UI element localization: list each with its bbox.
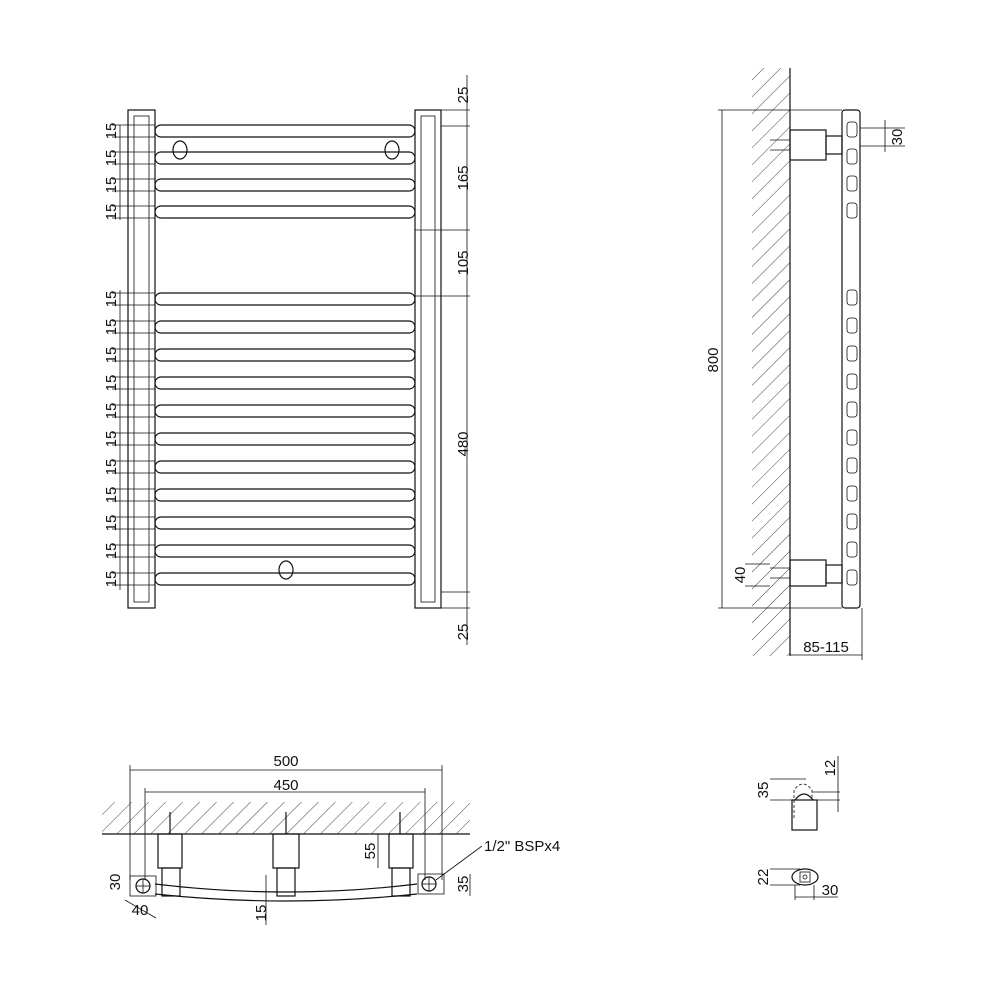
mount-hole <box>278 560 294 580</box>
mount-hole <box>384 140 400 160</box>
dim-spacing-15: 15 <box>103 319 120 336</box>
dim-22: 22 <box>755 869 772 886</box>
dim-35: 35 <box>755 782 772 799</box>
dim-105: 105 <box>455 250 472 275</box>
bar-section <box>846 121 858 138</box>
dim-spacing-15: 15 <box>103 375 120 392</box>
bar-section <box>846 541 858 558</box>
dim-spacing-15: 15 <box>103 571 120 588</box>
bar-section <box>846 289 858 306</box>
dim-curve-15: 15 <box>253 905 270 922</box>
dim-spacing-15: 15 <box>103 123 120 140</box>
towel-bar <box>154 432 416 446</box>
dim-bracket-55: 55 <box>362 843 379 860</box>
dim-left-30: 30 <box>107 874 124 891</box>
dim-spacing-15: 15 <box>103 177 120 194</box>
towel-bar <box>154 376 416 390</box>
bar-section <box>846 429 858 446</box>
dim-bottom-40: 40 <box>732 567 749 584</box>
towel-bar <box>154 151 416 165</box>
dim-450: 450 <box>273 777 298 794</box>
bar-section <box>846 569 858 586</box>
towel-bar <box>154 488 416 502</box>
towel-bar <box>154 124 416 138</box>
dim-wall-distance: 85-115 <box>803 639 849 656</box>
dim-spacing-15: 15 <box>103 515 120 532</box>
dim-30: 30 <box>822 882 839 899</box>
bracket <box>272 812 300 897</box>
dim-480: 480 <box>455 431 472 456</box>
bar-section <box>846 345 858 362</box>
towel-bar <box>154 348 416 362</box>
connection-label: 1/2" BSPx4 <box>484 838 560 855</box>
bottom-bracket <box>789 559 827 587</box>
dim-spacing-15: 15 <box>103 347 120 364</box>
bar-section <box>846 401 858 418</box>
bars <box>154 124 416 586</box>
towel-bar <box>154 320 416 334</box>
bar-section <box>846 175 858 192</box>
wall-hatch <box>752 68 790 656</box>
mount-hole <box>172 140 188 160</box>
dim-spacing-15: 15 <box>103 291 120 308</box>
dim-spacing-15: 15 <box>103 204 120 221</box>
right-rail <box>414 109 442 609</box>
towel-bar <box>154 572 416 586</box>
detail-view: 35 12 22 30 <box>755 756 840 900</box>
towel-bar <box>154 205 416 219</box>
radiator-side <box>841 109 861 609</box>
side-view: 800 30 40 85-115 <box>705 68 906 660</box>
towel-bar <box>154 178 416 192</box>
curved-bar <box>154 883 418 902</box>
dim-spacing-15: 15 <box>103 543 120 560</box>
bar-section <box>846 148 858 165</box>
dim-top-30: 30 <box>889 129 906 146</box>
dim-bottom-25: 25 <box>455 624 472 641</box>
left-spacing-dims: 15 15 15 15 15 15 15 15 15 15 15 15 15 15 15 <box>103 123 155 590</box>
dim-spacing-15: 15 <box>103 459 120 476</box>
bar-section <box>846 202 858 219</box>
left-rail <box>127 109 156 609</box>
dim-12: 12 <box>822 760 839 777</box>
dim-right-35: 35 <box>455 876 472 893</box>
leader-line <box>435 845 483 881</box>
bracket <box>157 812 183 897</box>
dim-500: 500 <box>273 753 298 770</box>
top-bracket <box>789 129 827 161</box>
dim-height-800: 800 <box>705 347 722 372</box>
bar-section <box>846 317 858 334</box>
bar-section <box>846 373 858 390</box>
towel-bar <box>154 460 416 474</box>
bar-section <box>846 457 858 474</box>
towel-bar <box>154 404 416 418</box>
towel-bar <box>154 516 416 530</box>
bracket-detail <box>791 799 818 831</box>
dim-spacing-15: 15 <box>103 487 120 504</box>
dim-top-25: 25 <box>455 87 472 104</box>
bar-section <box>846 485 858 502</box>
towel-bar <box>154 544 416 558</box>
bar-section <box>846 513 858 530</box>
dim-left-40: 40 <box>132 902 149 919</box>
dim-spacing-15: 15 <box>103 431 120 448</box>
dim-spacing-15: 15 <box>103 150 120 167</box>
plan-view: 500 450 30 40 15 55 35 1/2" BSPx4 <box>102 753 560 925</box>
dim-spacing-15: 15 <box>103 403 120 420</box>
fitting-top <box>791 868 819 886</box>
dim-165: 165 <box>455 165 472 190</box>
front-view: 15 15 15 15 15 15 15 15 15 15 15 15 15 15 15 25 165 10… <box>103 75 472 645</box>
towel-bar <box>154 292 416 306</box>
